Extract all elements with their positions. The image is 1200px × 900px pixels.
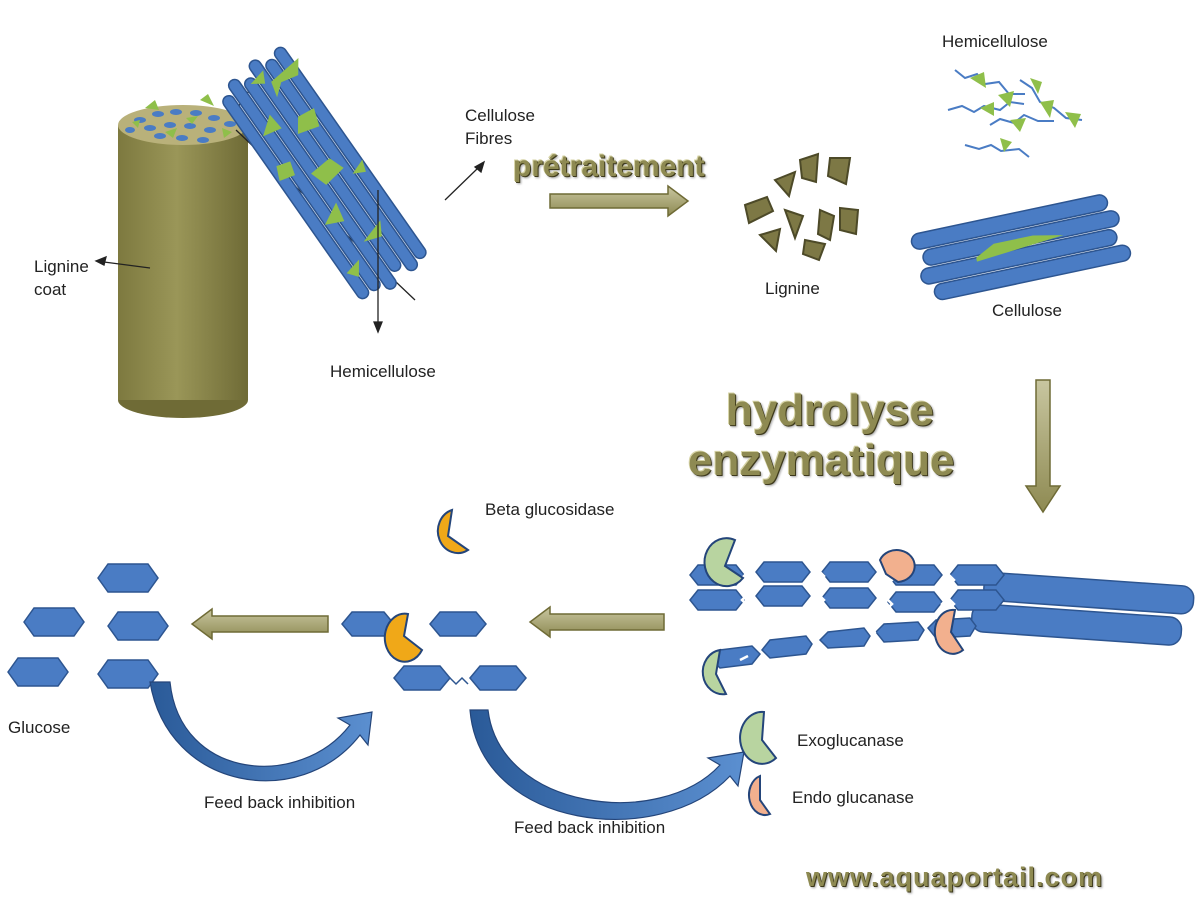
- endo-glucanase-label: Endo glucanase: [792, 788, 914, 807]
- lignine-label: Lignine: [765, 279, 820, 298]
- beta-glucosidase-enzyme-free: [436, 508, 470, 555]
- cellulose-fibres-label-line1: Cellulose: [465, 106, 535, 125]
- glucose-label: Glucose: [8, 718, 71, 737]
- website-watermark: www.aquaportail.com: [806, 862, 1104, 892]
- cellulose-fibre-bundle: [222, 46, 427, 300]
- enzyme-legend-icons: [739, 710, 778, 816]
- pretreatment-arrow: [549, 184, 690, 218]
- cellobiose-chain: [341, 508, 527, 691]
- exoglucanase-label: Exoglucanase: [797, 731, 904, 750]
- pretraitement-label: prétraitement: [513, 150, 705, 183]
- product-arrows: [190, 605, 665, 641]
- feedback-arrows: [149, 681, 745, 820]
- lignin-fragments: [743, 152, 860, 262]
- cellulose-label: Cellulose: [992, 301, 1062, 320]
- glucose-molecules: [7, 563, 169, 689]
- lignine-coat-label-line2: coat: [34, 280, 67, 299]
- hemicellulose-strands: [947, 69, 1083, 158]
- hydrolyse-label-line1: hydrolyse: [726, 386, 934, 435]
- lignin-coat-cylinder: [118, 94, 248, 418]
- endoglucanase-enzyme-1: [878, 549, 916, 584]
- cellulose-bundle: [910, 194, 1132, 301]
- endoglucanase-enzyme-2: [933, 608, 965, 655]
- exoglucanase-enzyme-1: [703, 537, 745, 588]
- hydrolysis-arrow: [1024, 379, 1062, 514]
- exoglucanase-enzyme-2: [701, 648, 728, 696]
- label-pointers: [94, 160, 486, 334]
- hydrolyse-label-line2: enzymatique: [688, 436, 955, 485]
- hemicellulose-label-top: Hemicellulose: [942, 32, 1048, 51]
- lignine-coat-label-line1: Lignine: [34, 257, 89, 276]
- beta-glucosidase-label: Beta glucosidase: [485, 500, 615, 519]
- feedback-inhibition-label-2: Feed back inhibition: [514, 818, 666, 837]
- beta-glucosidase-enzyme-bound: [383, 612, 424, 663]
- cellulose-chain-hydrolysis: [689, 537, 1195, 696]
- exoglucanase-legend-icon: [739, 710, 778, 765]
- cellulose-fibres-label-line2: Fibres: [465, 129, 513, 148]
- feedback-inhibition-label-1: Feed back inhibition: [204, 793, 356, 812]
- hemicellulose-label-bottom: Hemicellulose: [330, 362, 436, 381]
- endoglucanase-legend-icon: [748, 774, 772, 816]
